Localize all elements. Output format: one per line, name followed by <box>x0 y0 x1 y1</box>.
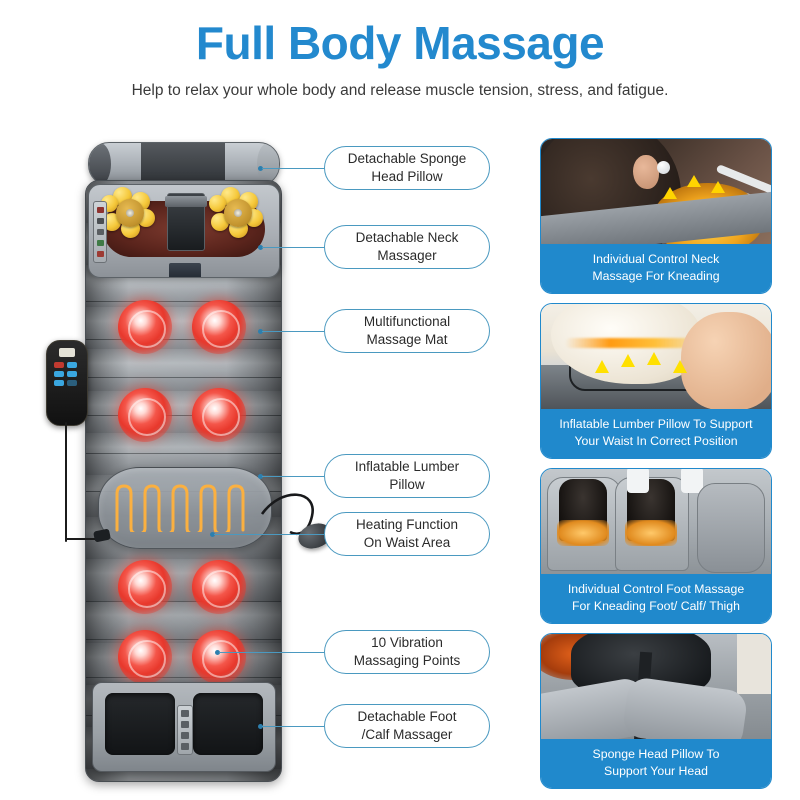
caption-line1: Individual Control Foot Massage <box>567 581 745 596</box>
vibration-point <box>118 560 172 614</box>
feature-card-caption: Individual Control Neck Massage For Knea… <box>541 244 771 293</box>
feature-card-caption: Inflatable Lumber Pillow To Support Your… <box>541 408 771 458</box>
neck-strap <box>169 263 201 277</box>
leader-dot <box>215 650 220 655</box>
foot-massage-photo <box>541 468 771 574</box>
feature-card-list: Individual Control Neck Massage For Knea… <box>540 138 772 798</box>
head-pillow-photo <box>541 633 771 739</box>
leader-line <box>262 247 324 249</box>
leader-dot <box>210 532 215 537</box>
caption-line1: Inflatable Lumber Pillow To Support <box>559 416 753 431</box>
callout-line1: Detachable Foot <box>357 709 457 725</box>
callout-line2: /Calf Massager <box>361 727 453 742</box>
leader-dot <box>258 166 263 171</box>
caption-line2: For Kneading Foot/ Calf/ Thigh <box>572 598 740 613</box>
caption-line2: Your Waist In Correct Position <box>574 433 738 448</box>
leader-dot <box>258 329 263 334</box>
neck-massage-photo <box>541 139 771 244</box>
callout-massage-mat[interactable]: Multifunctional Massage Mat <box>324 309 490 353</box>
leader-line <box>262 726 324 728</box>
pillow-cap-right <box>257 143 279 185</box>
header: Full Body Massage Help to relax your who… <box>0 0 800 100</box>
leader-dot <box>258 724 263 729</box>
callout-line2: Pillow <box>389 477 425 492</box>
caption-line1: Sponge Head Pillow To <box>592 746 720 761</box>
head-pillow-graphic <box>88 142 280 186</box>
leader-line <box>219 652 324 654</box>
neck-massager-graphic <box>88 184 280 278</box>
neck-node-cluster-left <box>99 187 161 238</box>
product-illustration <box>20 132 335 792</box>
remote-buttons[interactable] <box>54 362 80 386</box>
feature-card-caption: Individual Control Foot Massage For Knea… <box>541 573 771 623</box>
foot-pocket-right <box>193 693 263 755</box>
vibration-point <box>192 560 246 614</box>
callout-line1: Detachable Sponge <box>347 151 467 167</box>
callout-vibration-points[interactable]: 10 Vibration Massaging Points <box>324 630 490 674</box>
page-subtitle: Help to relax your whole body and releas… <box>131 82 669 99</box>
callout-line2: Head Pillow <box>371 169 443 184</box>
caption-line1: Individual Control Neck <box>592 252 720 266</box>
leader-line <box>262 168 324 170</box>
callout-line2: On Waist Area <box>363 535 451 550</box>
caption-line2: Massage For Kneading <box>592 268 720 283</box>
callout-line1: 10 Vibration <box>371 635 443 651</box>
callout-line1: Inflatable Lumber <box>354 459 460 475</box>
foot-massager-graphic <box>92 682 276 772</box>
caption-line2: Support Your Head <box>604 763 708 778</box>
vibration-point <box>118 630 172 684</box>
lumbar-pillow-photo <box>541 303 771 409</box>
neck-bracket <box>165 193 207 251</box>
page-title: Full Body Massage <box>195 17 605 69</box>
callout-line1: Detachable Neck <box>355 230 459 246</box>
callout-neck-massager[interactable]: Detachable Neck Massager <box>324 225 490 269</box>
feature-card-caption: Sponge Head Pillow To Support Your Head <box>541 738 771 788</box>
pillow-cap-left <box>89 143 111 185</box>
vibration-point <box>192 388 246 442</box>
callout-line2: Massaging Points <box>353 653 461 668</box>
remote-cord <box>65 422 67 542</box>
vibration-point <box>192 300 246 354</box>
callout-line1: Multifunctional <box>363 314 451 330</box>
neck-control-panel[interactable] <box>93 201 107 263</box>
leader-line <box>262 331 324 333</box>
callout-line2: Massage Mat <box>366 332 448 347</box>
foot-control-panel[interactable] <box>177 705 193 755</box>
vibration-point <box>192 630 246 684</box>
heating-coil-icon <box>113 484 257 532</box>
feature-card-lumbar[interactable]: Inflatable Lumber Pillow To Support Your… <box>540 302 772 459</box>
callout-heating-function[interactable]: Heating Function On Waist Area <box>324 512 490 556</box>
neck-node-cluster-right <box>207 187 269 238</box>
leader-line <box>214 534 324 536</box>
pillow-band <box>141 143 225 185</box>
leader-line <box>262 476 324 478</box>
feature-card-neck[interactable]: Individual Control Neck Massage For Knea… <box>540 138 772 294</box>
remote-cord-segment <box>65 538 99 540</box>
feature-card-head[interactable]: Sponge Head Pillow To Support Your Head <box>540 632 772 789</box>
leader-dot <box>258 245 263 250</box>
callout-line1: Heating Function <box>355 517 459 533</box>
foot-pocket-left <box>105 693 175 755</box>
vibration-point <box>118 388 172 442</box>
callout-line2: Massager <box>377 248 437 263</box>
callout-head-pillow[interactable]: Detachable Sponge Head Pillow <box>324 146 490 190</box>
callout-lumber-pillow[interactable]: Inflatable Lumber Pillow <box>324 454 490 498</box>
feature-card-foot[interactable]: Individual Control Foot Massage For Knea… <box>540 467 772 624</box>
callout-foot-massager[interactable]: Detachable Foot /Calf Massager <box>324 704 490 748</box>
remote-display <box>59 348 75 357</box>
remote-controller[interactable] <box>46 340 88 426</box>
lumbar-pillow-graphic <box>98 467 272 549</box>
leader-dot <box>258 474 263 479</box>
vibration-point <box>118 300 172 354</box>
